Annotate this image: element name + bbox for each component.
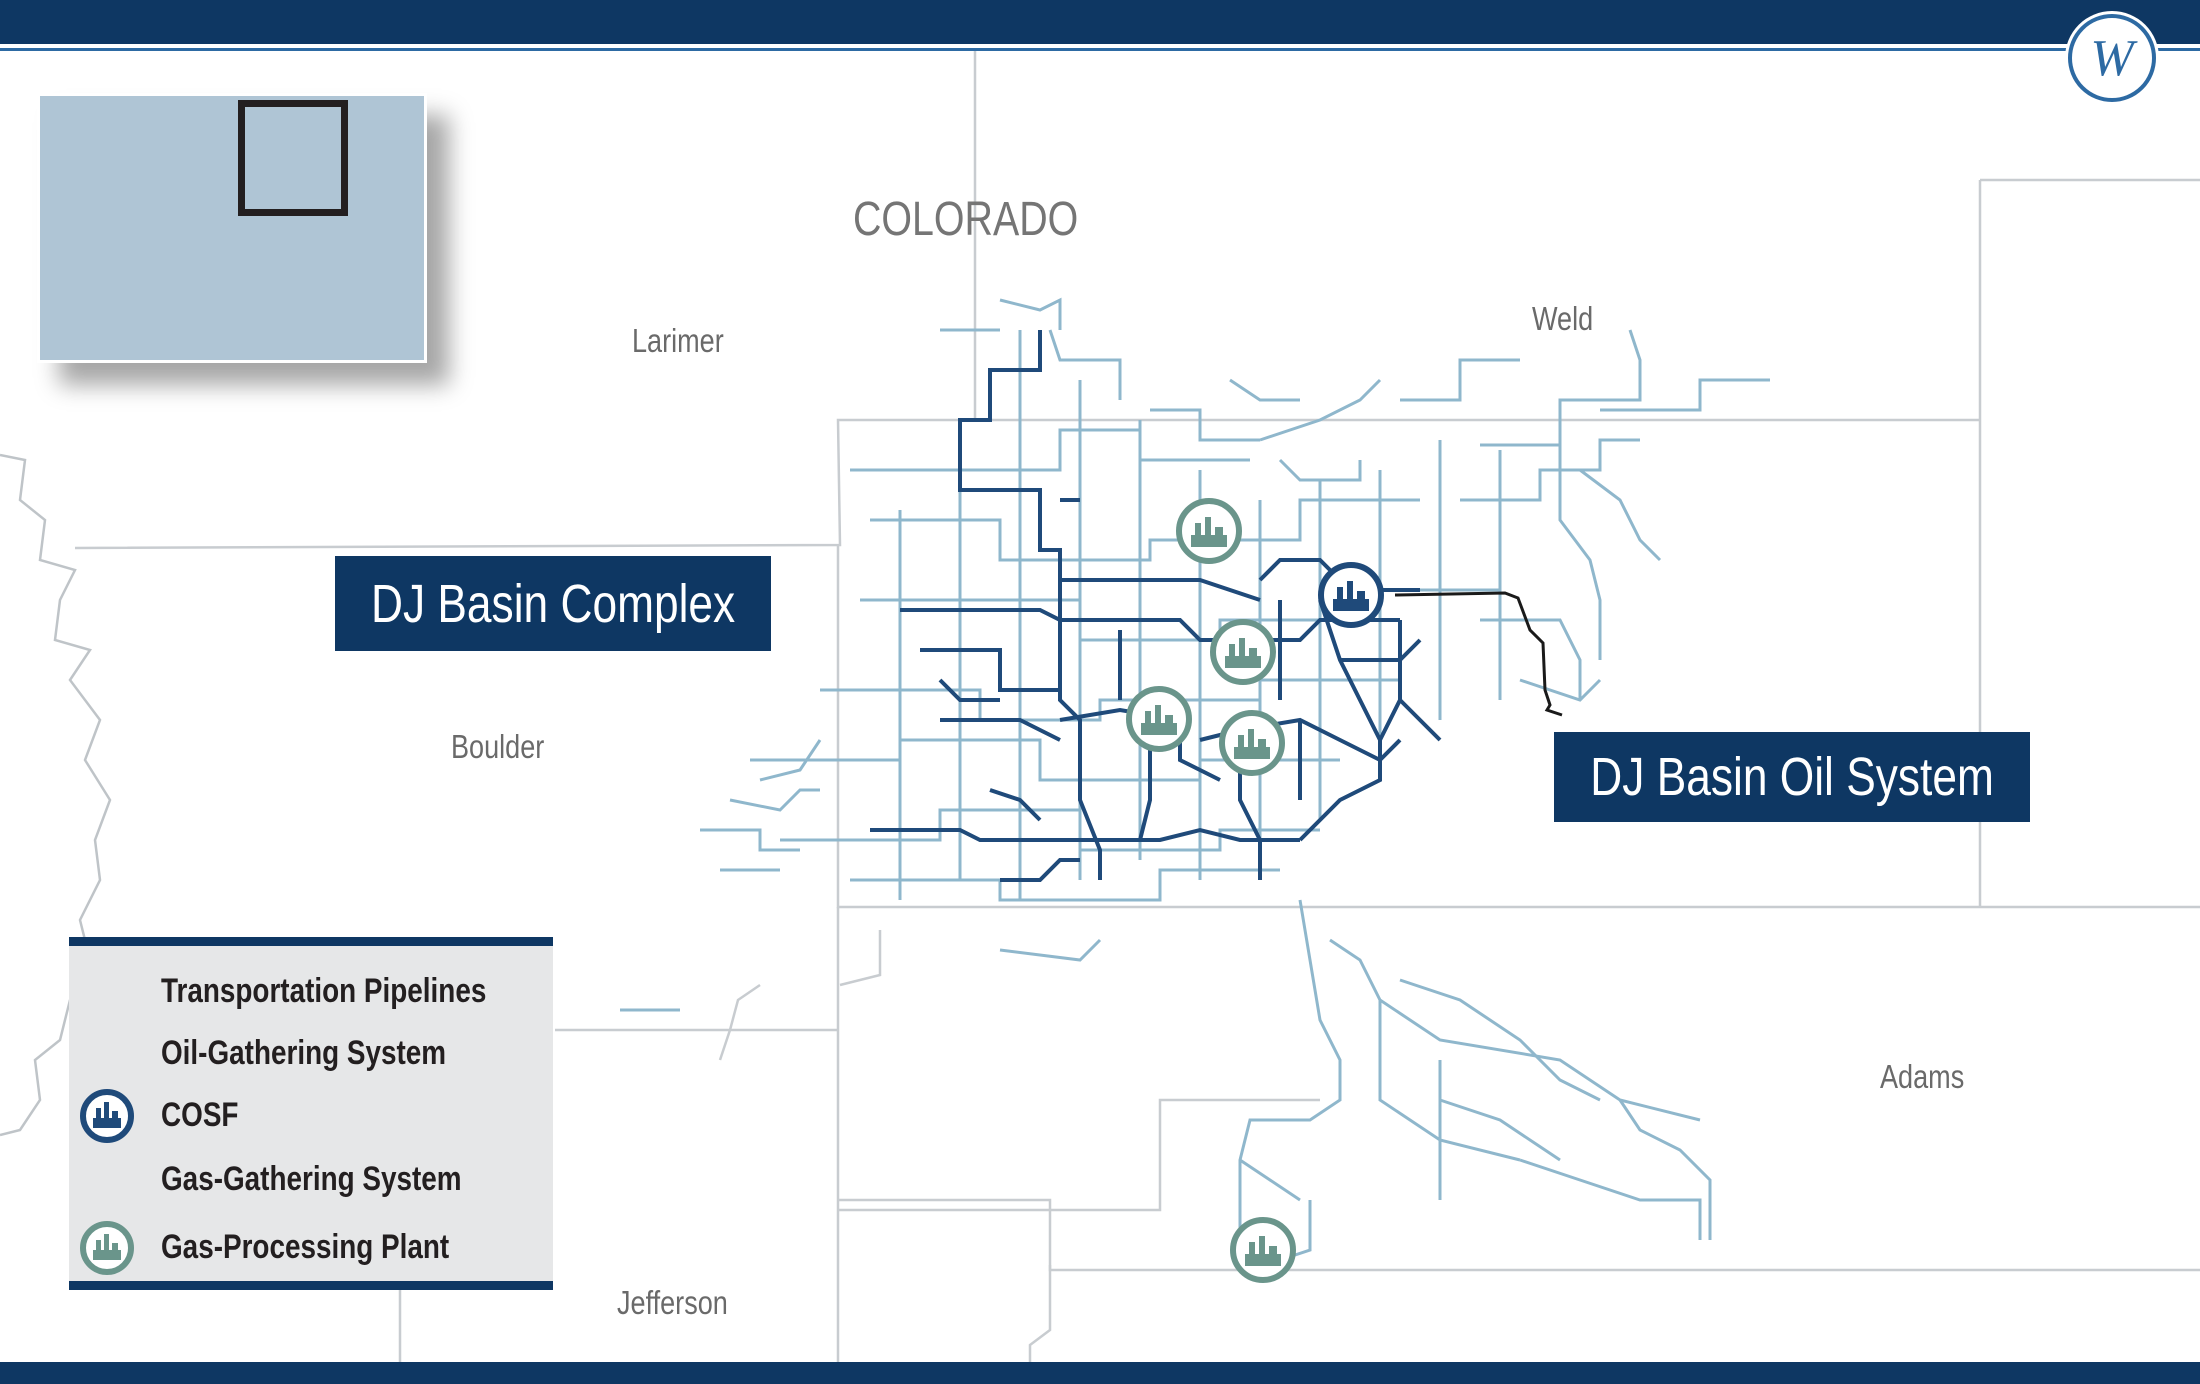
gas-plant-icon (1230, 1217, 1296, 1283)
callout-dj-basin-complex: DJ Basin Complex (335, 556, 771, 651)
transportation-pipelines (1394, 591, 1563, 717)
cosf-icon (77, 1088, 141, 1144)
legend-item-gas-plant: Gas-Processing Plant (69, 1220, 553, 1276)
legend-item-transportation: Transportation Pipelines (69, 964, 553, 1020)
cosf-icon (1318, 562, 1384, 628)
legend-label: COSF (161, 1096, 239, 1134)
county-label-jefferson: Jefferson (617, 1284, 728, 1321)
map-legend: Transportation Pipelines Oil-Gathering S… (69, 937, 553, 1290)
callout-oil-system-text: DJ Basin Oil System (1590, 747, 1994, 807)
county-label-adams: Adams (1880, 1058, 1965, 1095)
legend-label: Gas-Gathering System (161, 1160, 462, 1198)
gas-plant-icon (1219, 710, 1285, 776)
gas-plant-icon (1176, 498, 1242, 564)
top-banner (0, 0, 2200, 44)
legend-item-cosf: COSF (69, 1088, 553, 1144)
bottom-banner (0, 1362, 2200, 1384)
gas-gathering-system (620, 297, 1770, 1262)
legend-label: Gas-Processing Plant (161, 1228, 450, 1266)
top-accent-line (0, 48, 2200, 51)
county-label-larimer: Larimer (632, 322, 724, 359)
gas-plant-icon (1126, 686, 1192, 752)
county-label-weld: Weld (1532, 300, 1594, 337)
legend-label: Oil-Gathering System (161, 1034, 447, 1072)
state-border (0, 453, 112, 1137)
legend-item-oil-gathering: Oil-Gathering System (69, 1026, 553, 1082)
county-borders (74, 51, 2200, 1362)
gas-plant-icon (1210, 619, 1276, 685)
legend-item-gas-gathering: Gas-Gathering System (69, 1152, 553, 1208)
company-w-logo-icon: W (2068, 14, 2156, 102)
county-label-boulder: Boulder (451, 728, 545, 765)
locator-highlight-box (238, 100, 348, 216)
gas-plant-icon (77, 1220, 141, 1276)
state-label: COLORADO (853, 193, 1079, 246)
locator-inset-map (37, 93, 427, 363)
legend-label: Transportation Pipelines (161, 972, 487, 1010)
callout-complex-text: DJ Basin Complex (370, 573, 736, 634)
callout-dj-basin-oil-system: DJ Basin Oil System (1554, 732, 2030, 822)
